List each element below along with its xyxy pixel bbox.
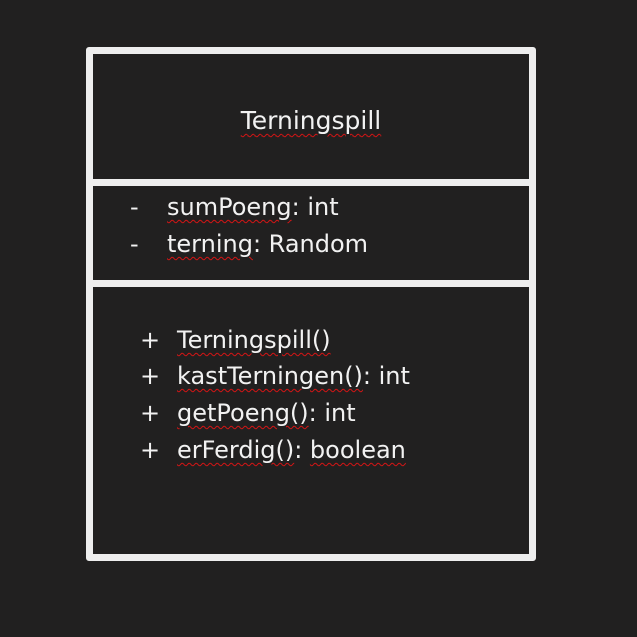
method-member: erFerdig(): boolean	[177, 435, 406, 465]
visibility-public: +	[140, 326, 161, 354]
method-name: kastTerningen()	[177, 362, 363, 390]
methods-compartment: + Terningspill() + kastTerningen(): int …	[93, 280, 529, 554]
visibility-private: -	[130, 230, 139, 258]
attribute-member: sumPoeng: int	[167, 192, 339, 222]
attribute-type: : Random	[252, 230, 369, 258]
method-member: getPoeng(): int	[177, 398, 356, 428]
attributes-compartment: - sumPoeng: int - terning: Random	[93, 179, 529, 280]
method-name: getPoeng()	[177, 399, 309, 427]
visibility-public: +	[140, 362, 161, 390]
attribute-type: : int	[291, 193, 339, 221]
attribute-name: sumPoeng	[167, 193, 292, 221]
class-name-compartment: Terningspill	[93, 54, 529, 179]
visibility-public: +	[140, 399, 161, 427]
visibility-private: -	[130, 193, 139, 221]
visibility-public: +	[140, 436, 161, 464]
method-type: : int	[362, 362, 410, 390]
method-member: Terningspill()	[177, 325, 331, 355]
class-name: Terningspill	[93, 106, 529, 136]
attribute-member: terning: Random	[167, 229, 368, 259]
attribute-name: terning	[167, 230, 253, 258]
method-member: kastTerningen(): int	[177, 361, 410, 391]
method-name: erFerdig()	[177, 436, 295, 464]
method-type: :	[294, 436, 310, 464]
class-name-text: Terningspill	[240, 106, 382, 135]
method-name: Terningspill()	[177, 326, 331, 354]
method-type: : int	[308, 399, 356, 427]
method-return-type: boolean	[309, 436, 406, 464]
uml-class-box: Terningspill - sumPoeng: int - terning: …	[86, 47, 536, 561]
